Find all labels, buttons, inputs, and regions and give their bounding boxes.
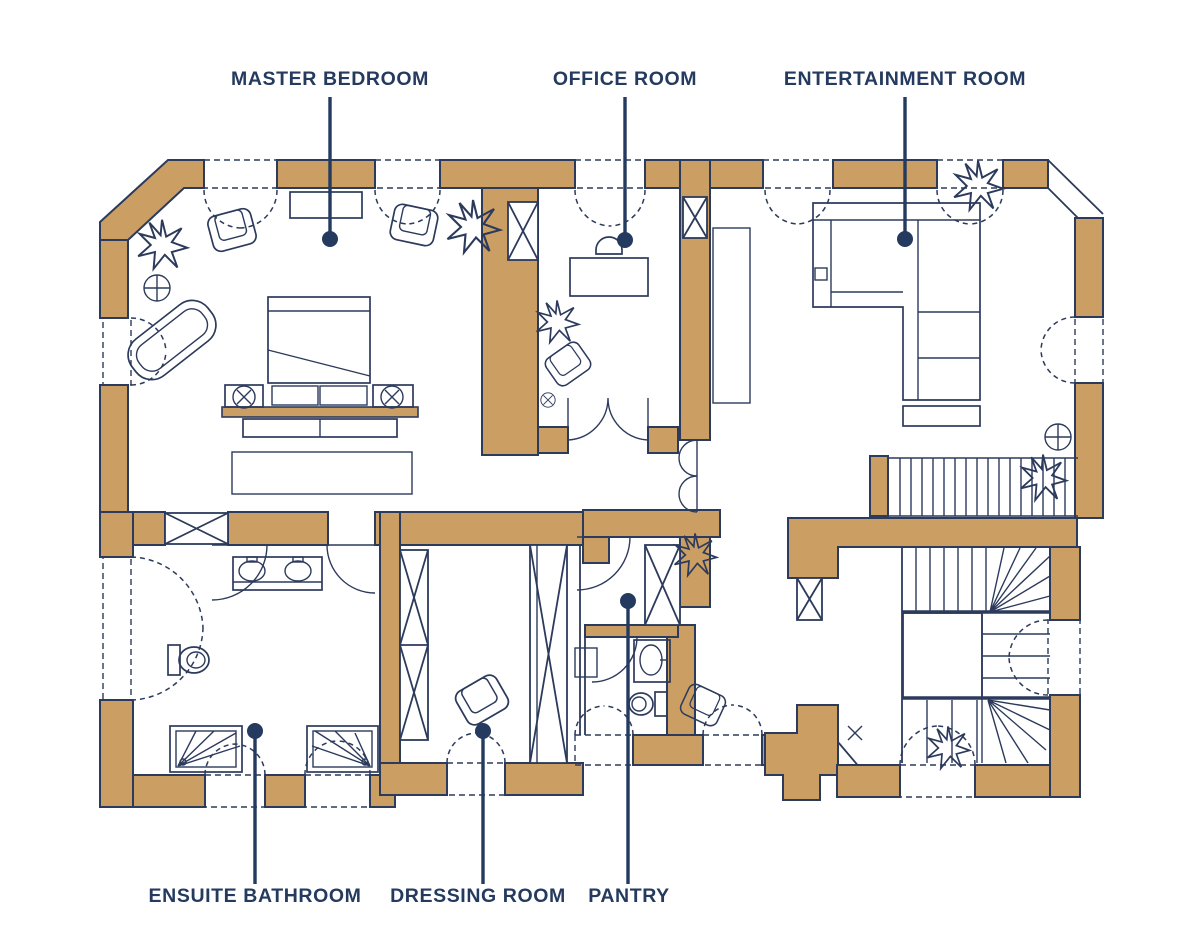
cabinet-icon	[507, 201, 539, 261]
hall-rug	[712, 227, 751, 404]
hall	[673, 227, 863, 741]
shower	[169, 725, 243, 773]
room-label: OFFICE ROOM	[553, 68, 697, 90]
console-table	[289, 191, 363, 219]
ceiling-light-icon	[1044, 423, 1072, 451]
callout-dot	[617, 232, 633, 248]
wall-stair-hall	[787, 517, 1078, 579]
callout-dressing-room: DRESSING ROOM	[390, 723, 566, 907]
wc-sink	[633, 639, 671, 683]
chamfer-outer	[1047, 159, 1104, 215]
window	[204, 743, 266, 808]
balustrade-stair	[888, 457, 1078, 517]
cabinet-icon	[796, 577, 823, 621]
room-label: DRESSING ROOM	[390, 885, 566, 907]
callout-pantry: PANTRY	[588, 593, 670, 907]
lamp-icon	[540, 392, 556, 408]
room-pantry	[574, 639, 671, 717]
window	[1040, 316, 1104, 384]
sectional-sofa	[812, 202, 981, 427]
wall-entry	[764, 704, 839, 801]
walls	[99, 159, 1104, 808]
staircase	[901, 547, 1051, 770]
nightstand	[372, 384, 414, 409]
callout-dot	[247, 723, 263, 739]
window	[574, 159, 646, 227]
window	[446, 732, 506, 796]
callout-dot	[620, 593, 636, 609]
window	[762, 159, 834, 225]
room-label: ENSUITE BATHROOM	[149, 885, 362, 907]
bench	[242, 418, 398, 438]
niche	[574, 647, 598, 678]
armchair	[541, 338, 595, 390]
callouts: MASTER BEDROOM OFFICE ROOM ENTERTAINMENT…	[149, 68, 1026, 907]
desk-chair	[595, 236, 623, 255]
chaise-lounge	[127, 299, 217, 381]
wall-bathroom-right	[379, 511, 401, 764]
callout-entertainment-room: ENTERTAINMENT ROOM	[784, 68, 1026, 247]
door	[591, 636, 638, 683]
window	[304, 740, 371, 808]
armchair	[387, 201, 441, 249]
room-label: PANTRY	[588, 885, 670, 907]
armchair	[451, 671, 513, 729]
room-office	[535, 236, 649, 408]
room-ensuite-bathroom	[167, 556, 379, 773]
plant-icon	[137, 218, 189, 270]
swing-door	[678, 439, 698, 513]
chamfer-inner	[1047, 187, 1079, 219]
cabinet-icon	[164, 512, 229, 545]
callout-dot	[475, 723, 491, 739]
plant-icon	[535, 299, 580, 344]
callout-master-bedroom: MASTER BEDROOM	[231, 68, 429, 247]
window	[702, 704, 763, 766]
rug	[231, 451, 413, 495]
armchair	[205, 206, 259, 254]
window	[1008, 619, 1081, 696]
room-dressing	[451, 671, 513, 729]
window	[102, 556, 204, 701]
nightstand	[224, 384, 264, 409]
wardrobe-tall-icon	[529, 544, 568, 764]
stair-landing	[902, 612, 983, 699]
callout-dot	[897, 231, 913, 247]
cabinets	[164, 196, 823, 764]
window	[374, 159, 441, 225]
pantry-shelf-icon	[644, 544, 681, 626]
cabinet-icon	[682, 196, 708, 239]
toilet	[628, 691, 668, 717]
window	[899, 725, 976, 798]
desk	[569, 257, 649, 297]
windows	[102, 159, 1104, 808]
double-door	[567, 397, 649, 441]
door	[326, 544, 376, 594]
toilet	[167, 644, 210, 676]
shower	[306, 725, 379, 773]
plant-icon	[926, 725, 971, 770]
door	[576, 536, 631, 591]
room-label: ENTERTAINMENT ROOM	[784, 68, 1026, 90]
callout-dot	[322, 231, 338, 247]
callout-office-room: OFFICE ROOM	[553, 68, 697, 248]
wardrobe-icon	[399, 549, 429, 741]
ceiling-light-icon	[143, 274, 171, 302]
double-vanity	[232, 556, 323, 591]
door	[211, 544, 268, 601]
lamp-icon	[380, 385, 404, 409]
bed	[267, 296, 371, 406]
window	[574, 705, 634, 766]
room-entertainment	[812, 159, 1078, 517]
room-label: MASTER BEDROOM	[231, 68, 429, 90]
callout-ensuite-bathroom: ENSUITE BATHROOM	[149, 723, 362, 907]
room-master-bedroom	[127, 191, 502, 495]
window	[936, 159, 1004, 225]
window	[102, 317, 167, 386]
x-mark	[847, 725, 863, 741]
lamp-icon	[232, 385, 256, 409]
headboard-shelf	[221, 406, 419, 418]
